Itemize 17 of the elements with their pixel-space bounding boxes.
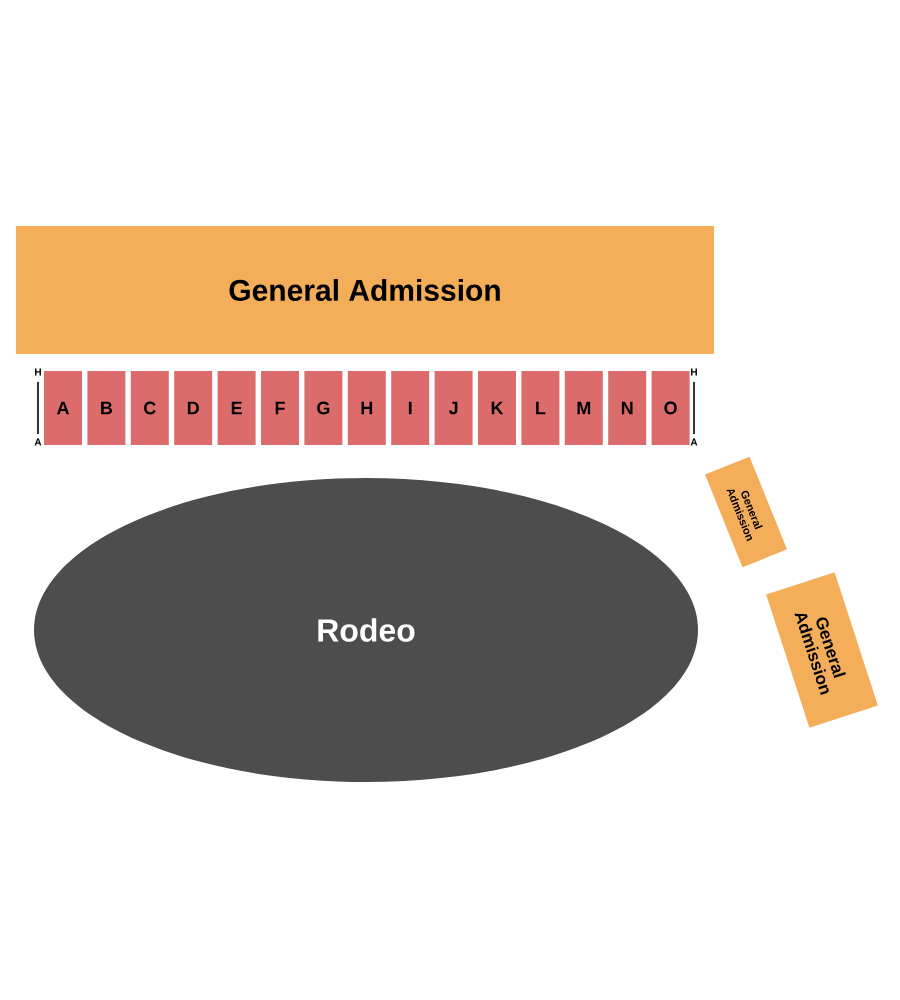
seating-section: D <box>174 371 213 445</box>
seating-section: I <box>391 371 430 445</box>
seating-section: G <box>304 371 343 445</box>
seating-section: B <box>87 371 126 445</box>
seating-section: General Admission <box>16 226 714 354</box>
seating-section: F <box>261 371 299 445</box>
seating-section: J <box>434 371 473 445</box>
seating-section: M <box>564 371 603 445</box>
seating-section: E <box>217 371 256 445</box>
seating-section: C <box>130 371 169 445</box>
seating-section: L <box>521 371 560 445</box>
arena: Rodeo <box>34 478 698 782</box>
seating-section: K <box>478 371 516 445</box>
seating-section: A <box>44 371 82 445</box>
seating-section: O <box>651 371 690 445</box>
seating-section: H <box>347 371 386 445</box>
seating-section: N <box>608 371 647 445</box>
